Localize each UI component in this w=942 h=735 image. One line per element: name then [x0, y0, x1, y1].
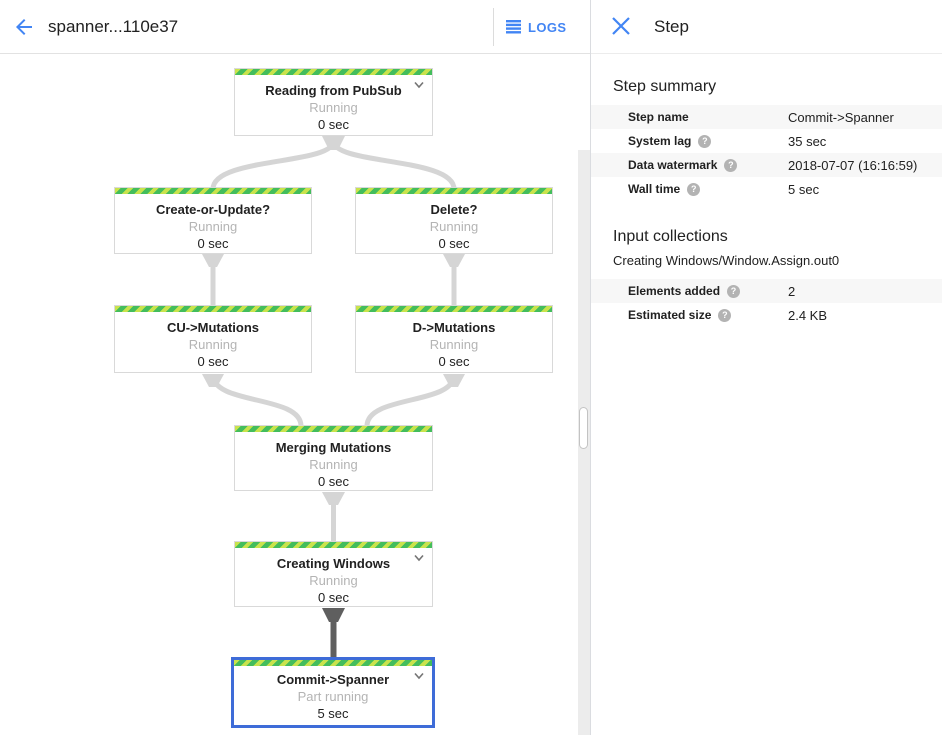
- node-title: CU->Mutations: [166, 320, 260, 335]
- running-stripe: [235, 69, 432, 75]
- row-value: 2018-07-07 (16:16:59): [788, 157, 918, 173]
- row-label: Step name: [628, 110, 689, 124]
- row-label: Elements added: [628, 284, 721, 298]
- step-panel-header: Step: [591, 0, 942, 54]
- row-label: System lag: [628, 134, 692, 148]
- running-stripe: [115, 306, 311, 312]
- logs-list-icon: [506, 20, 521, 34]
- node-title: Creating Windows: [276, 556, 391, 571]
- input-row-elements-added: Elements added ? 2: [591, 279, 942, 303]
- summary-row-step-name: Step name Commit->Spanner: [591, 105, 942, 129]
- help-icon[interactable]: ?: [718, 308, 732, 322]
- help-icon[interactable]: ?: [727, 284, 741, 298]
- running-stripe: [115, 188, 311, 194]
- step-panel: Step summary Step name Commit->Spanner S…: [591, 55, 942, 735]
- input-collection-name: Creating Windows/Window.Assign.out0: [613, 253, 840, 268]
- node-time: 0 sec: [317, 474, 350, 489]
- graph-node-create-or-update[interactable]: Create-or-Update? Running 0 sec: [114, 187, 312, 254]
- graph-node-creating-windows[interactable]: Creating Windows Running 0 sec: [234, 541, 433, 607]
- node-time: 0 sec: [317, 117, 350, 132]
- node-time: 0 sec: [197, 236, 229, 251]
- header-divider: [493, 8, 494, 46]
- running-stripe: [235, 426, 432, 432]
- graph-node-commit-spanner[interactable]: Commit->Spanner Part running 5 sec: [231, 657, 435, 728]
- running-stripe: [356, 306, 552, 312]
- node-title: Commit->Spanner: [276, 672, 390, 687]
- input-row-estimated-size: Estimated size ? 2.4 KB: [591, 303, 942, 327]
- graph-node-cu-mutations[interactable]: CU->Mutations Running 0 sec: [114, 305, 312, 373]
- node-time: 5 sec: [317, 706, 349, 721]
- panel-divider: [590, 0, 591, 735]
- node-status: Running: [188, 219, 238, 234]
- chevron-down-icon[interactable]: [413, 554, 425, 562]
- node-status: Running: [309, 573, 358, 588]
- row-value: 2.4 KB: [788, 307, 828, 323]
- row-value: 35 sec: [788, 133, 827, 149]
- node-time: 0 sec: [438, 236, 470, 251]
- running-stripe: [235, 542, 432, 548]
- summary-row-system-lag: System lag ? 35 sec: [591, 129, 942, 153]
- node-title: Reading from PubSub: [265, 83, 402, 98]
- node-status: Running: [309, 457, 358, 472]
- node-title: Delete?: [430, 202, 478, 217]
- row-label: Data watermark: [628, 158, 718, 172]
- chevron-down-icon[interactable]: [413, 81, 425, 89]
- graph-scrollbar-handle[interactable]: [579, 407, 588, 449]
- graph-node-reading-from-pubsub[interactable]: Reading from PubSub Running 0 sec: [234, 68, 433, 136]
- running-stripe: [356, 188, 552, 194]
- summary-row-wall-time: Wall time ? 5 sec: [591, 177, 942, 201]
- row-value: 5 sec: [788, 181, 820, 197]
- node-status: Running: [429, 337, 479, 352]
- node-time: 0 sec: [197, 354, 229, 369]
- logs-button-label: LOGS: [528, 19, 567, 35]
- row-value: Commit->Spanner: [788, 109, 894, 125]
- panel-title: Step: [654, 17, 689, 36]
- node-title: Create-or-Update?: [155, 202, 271, 217]
- row-value: 2: [788, 283, 796, 299]
- help-icon[interactable]: ?: [687, 182, 701, 196]
- pipeline-graph: Reading from PubSub Running 0 sec Create…: [0, 55, 590, 735]
- row-label: Wall time: [628, 182, 681, 196]
- summary-row-data-watermark: Data watermark ? 2018-07-07 (16:16:59): [591, 153, 942, 177]
- logs-button[interactable]: LOGS: [506, 0, 566, 54]
- step-summary-heading: Step summary: [613, 78, 717, 95]
- graph-node-merging-mutations[interactable]: Merging Mutations Running 0 sec: [234, 425, 433, 491]
- node-status: Running: [429, 219, 479, 234]
- close-icon[interactable]: [610, 15, 632, 37]
- node-status: Running: [188, 337, 238, 352]
- graph-node-d-mutations[interactable]: D->Mutations Running 0 sec: [355, 305, 553, 373]
- back-arrow-icon[interactable]: [12, 15, 36, 39]
- node-time: 0 sec: [317, 590, 350, 605]
- row-label: Estimated size: [628, 308, 712, 322]
- job-title: spanner...110e37: [48, 17, 179, 36]
- running-stripe: [234, 660, 432, 666]
- node-time: 0 sec: [438, 354, 470, 369]
- job-header: spanner...110e37 LOGS: [0, 0, 590, 54]
- node-title: Merging Mutations: [275, 440, 392, 455]
- input-collections-heading: Input collections: [613, 228, 728, 245]
- node-status: Part running: [297, 689, 369, 704]
- graph-node-delete[interactable]: Delete? Running 0 sec: [355, 187, 553, 254]
- help-icon[interactable]: ?: [698, 134, 712, 148]
- node-status: Running: [309, 100, 358, 115]
- help-icon[interactable]: ?: [724, 158, 738, 172]
- node-title: D->Mutations: [412, 320, 496, 335]
- chevron-down-icon[interactable]: [413, 672, 425, 680]
- graph-edges: [202, 136, 465, 657]
